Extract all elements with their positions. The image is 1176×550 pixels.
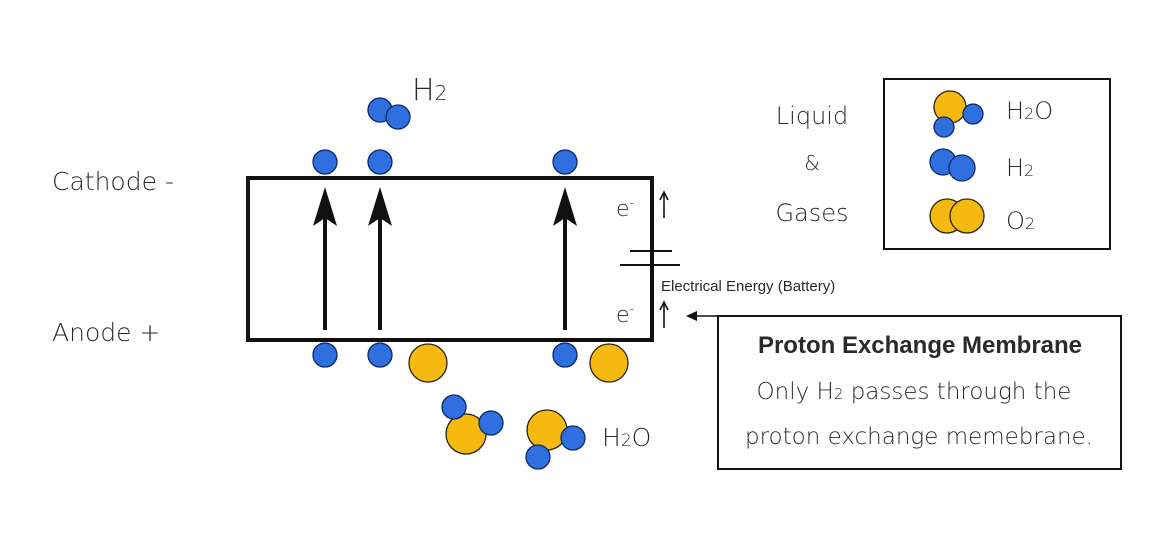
left-arrow-icon (686, 311, 718, 321)
up-arrow-icon (313, 187, 337, 226)
legend-item-o2: O2 (1006, 207, 1035, 235)
oxygen-atom-icon (589, 343, 629, 383)
membrane-info-box: Proton Exchange Membrane Only H2 passes … (717, 315, 1122, 470)
h2o-molecule-icon (933, 90, 984, 138)
battery-label: Electrical Energy (Battery) (661, 278, 835, 295)
up-arrow-icon (659, 300, 669, 328)
legend-item-h2o: H2O (1006, 97, 1053, 125)
hydrogen-atom-icon (312, 342, 338, 368)
electron-top-label: e- (616, 196, 635, 222)
membrane-line1: Only H2 passes through the (757, 379, 1072, 405)
anode-atoms (312, 342, 629, 383)
h2-top-label: H2 (412, 73, 447, 108)
hydrogen-atom-icon (367, 149, 393, 175)
oxygen-atom-icon (408, 343, 448, 383)
cathode-hydrogen-atoms (312, 149, 578, 175)
h2o-molecule-icon (525, 409, 586, 470)
o2-molecule-icon (929, 198, 985, 234)
hydrogen-atom-icon (552, 342, 578, 368)
up-arrow-icon (659, 190, 669, 218)
cathode-label: Cathode - (52, 167, 174, 196)
hydrogen-atom-icon (367, 342, 393, 368)
hydrogen-atom-icon (552, 149, 578, 175)
anode-label: Anode + (52, 318, 160, 347)
legend-side-line2: & (804, 151, 820, 175)
proton-arrows (313, 187, 577, 330)
legend-side-line3: Gases (775, 199, 848, 227)
legend-item-h2: H2 (1006, 154, 1034, 182)
legend-box (883, 78, 1111, 250)
battery-symbol-icon (620, 230, 680, 300)
legend-side-line1: Liquid (776, 102, 848, 130)
membrane-title: Proton Exchange Membrane (758, 332, 1082, 359)
hydrogen-atom-icon (312, 149, 338, 175)
h2-molecule-icon (367, 97, 411, 130)
h2o-bottom-label: H2O (602, 423, 651, 452)
electron-bottom-label: e- (616, 302, 635, 328)
membrane-line2: proton exchange memebrane. (745, 424, 1093, 450)
up-arrow-icon (368, 187, 392, 226)
membrane-cell (246, 176, 654, 342)
h2o-molecule-icon (441, 394, 504, 455)
up-arrow-icon (553, 187, 577, 226)
h2-molecule-icon (929, 148, 976, 182)
legend: H2O H2 O2 (883, 78, 1111, 250)
